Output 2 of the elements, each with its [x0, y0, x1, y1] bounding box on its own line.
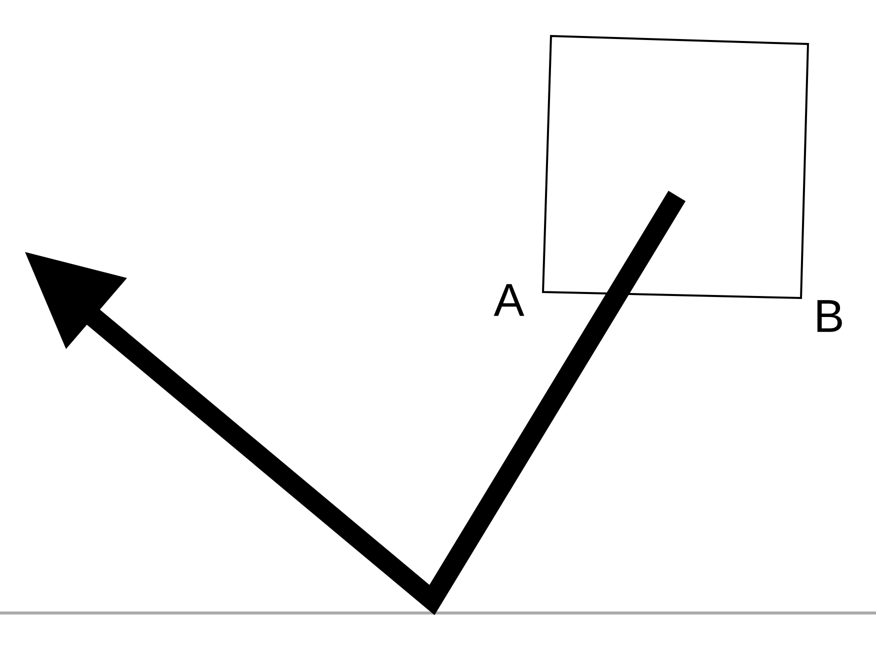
corner-label: A: [494, 284, 524, 316]
corner-label: B: [817, 300, 842, 332]
